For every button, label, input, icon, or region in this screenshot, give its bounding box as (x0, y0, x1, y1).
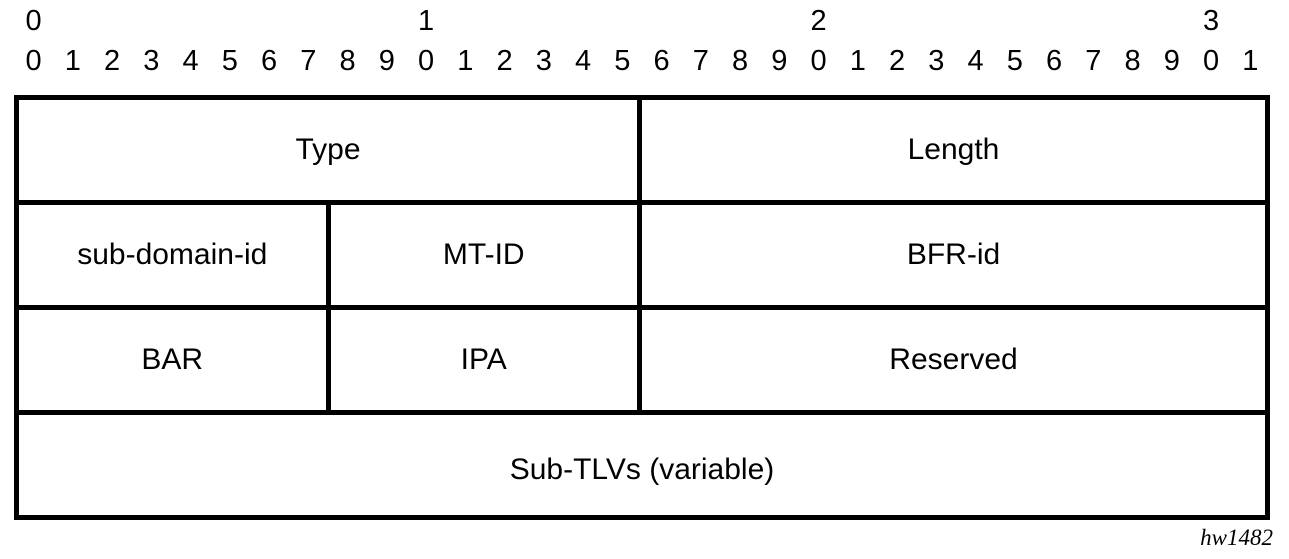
ruler-unit-tick-27: 7 (1085, 45, 1102, 77)
ruler-unit-tick-25: 5 (1006, 45, 1023, 77)
packet-row: Sub-TLVs (variable) (19, 415, 1265, 525)
ruler-unit-tick-16: 6 (653, 45, 670, 77)
ruler-unit-tick-12: 2 (496, 45, 513, 77)
ruler-unit-tick-6: 6 (261, 45, 278, 77)
packet-row: Type Length (19, 100, 1265, 205)
ruler-unit-tick-11: 1 (457, 45, 474, 77)
ruler-unit-tick-7: 7 (300, 45, 317, 77)
ruler-unit-tick-17: 7 (692, 45, 709, 77)
ruler-decade-tick-30: 3 (1203, 5, 1220, 37)
ruler-unit-tick-9: 9 (378, 45, 395, 77)
ruler-unit-tick-31: 1 (1242, 45, 1259, 77)
ruler-decade-tick-0: 0 (25, 5, 42, 37)
ruler-unit-tick-26: 6 (1046, 45, 1063, 77)
packet-field-type: Type (19, 100, 642, 200)
packet-field-bar: BAR (19, 310, 331, 410)
ruler-unit-tick-30: 0 (1203, 45, 1220, 77)
packet-field-sub-tlvs-variable: Sub-TLVs (variable) (509, 453, 775, 486)
ruler-unit-tick-0: 0 (25, 45, 42, 77)
packet-field-bfr-id: BFR-id (906, 238, 1001, 271)
ruler-unit-tick-14: 4 (575, 45, 592, 77)
ruler-unit-tick-28: 8 (1124, 45, 1141, 77)
ruler-unit-tick-22: 2 (889, 45, 906, 77)
ruler-unit-tick-4: 4 (182, 45, 199, 77)
ruler-decade-tick-10: 1 (418, 5, 435, 37)
ruler-unit-tick-10: 0 (418, 45, 435, 77)
ruler-unit-tick-2: 2 (104, 45, 121, 77)
ruler-unit-tick-29: 9 (1163, 45, 1180, 77)
ruler-unit-tick-3: 3 (143, 45, 160, 77)
ruler-unit-tick-21: 1 (849, 45, 866, 77)
packet-field-reserved: Reserved (889, 343, 1018, 376)
ruler-unit-tick-18: 8 (732, 45, 749, 77)
ruler-unit-tick-8: 8 (339, 45, 356, 77)
packet-field-sub-domain-id: sub-domain-id (19, 205, 331, 305)
packet-field-ipa: IPA (331, 310, 642, 410)
packet-field-mt-id: MT-ID (331, 205, 642, 305)
ruler-unit-tick-1: 1 (64, 45, 81, 77)
ruler-decade-tick-20: 2 (810, 5, 827, 37)
ruler-unit-tick-23: 3 (928, 45, 945, 77)
ruler-decade-row: 0 1 2 3 (14, 4, 1270, 38)
packet-field-length: Length (907, 133, 1000, 166)
ruler-unit-tick-5: 5 (221, 45, 238, 77)
ruler-unit-tick-24: 4 (967, 45, 984, 77)
ruler-unit-tick-20: 0 (810, 45, 827, 77)
ruler-unit-tick-19: 9 (771, 45, 788, 77)
ruler-unit-tick-15: 5 (614, 45, 631, 77)
figure-id-label: hw1482 (1200, 525, 1273, 550)
ruler-unit-tick-13: 3 (535, 45, 552, 77)
